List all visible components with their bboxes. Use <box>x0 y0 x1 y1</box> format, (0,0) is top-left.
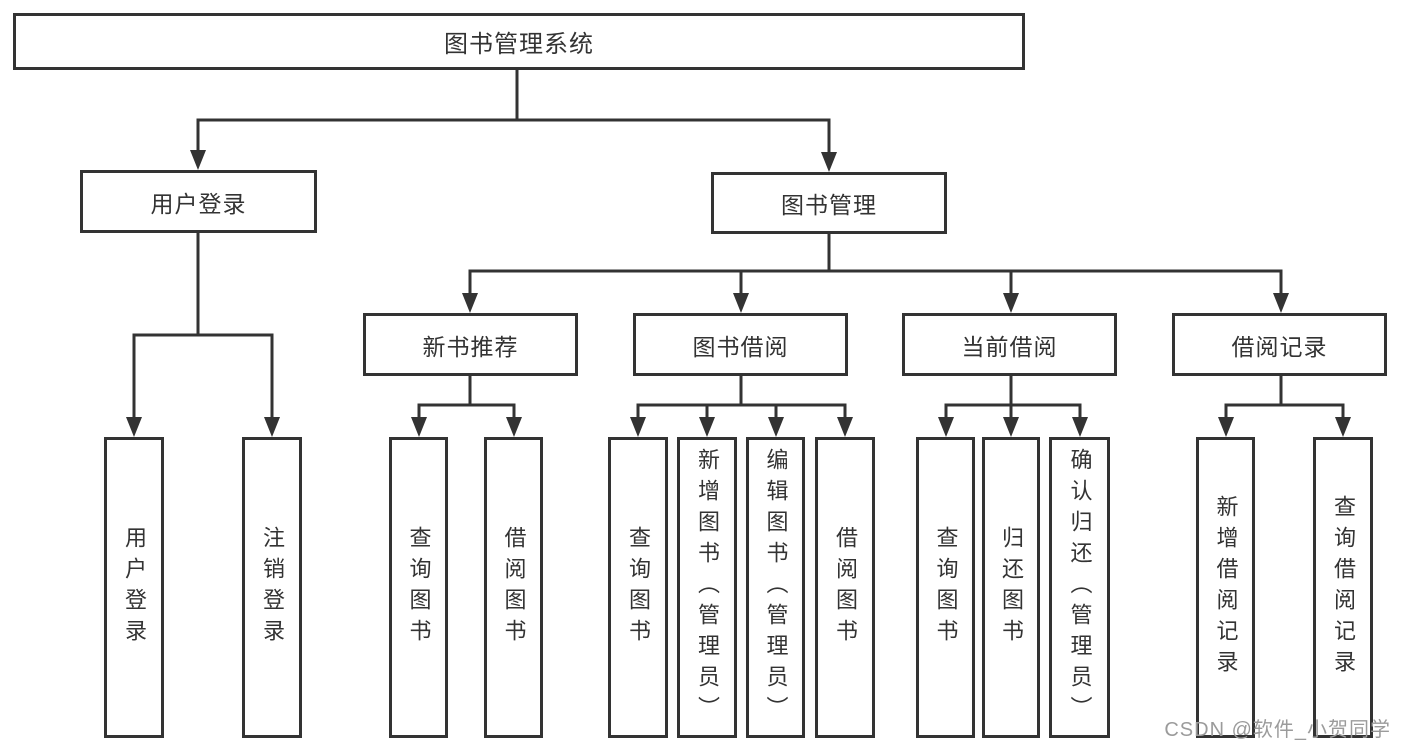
leaf-query-books-borrow: 查询图书 <box>608 437 668 738</box>
leaf-borrow-books: 借阅图书 <box>815 437 875 738</box>
leaf-add-borrow-record: 新增借阅记录 <box>1196 437 1255 738</box>
leaf-borrow-books-label: 借阅图书 <box>833 525 858 650</box>
leaf-borrow-books-recommend-label: 借阅图书 <box>501 525 527 650</box>
leaf-query-books-recommend-label: 查询图书 <box>406 525 432 650</box>
leaf-add-borrow-record-label: 新增借阅记录 <box>1213 494 1239 681</box>
leaf-query-books-current: 查询图书 <box>916 437 975 738</box>
leaf-query-borrow-record-label: 查询借阅记录 <box>1331 494 1356 681</box>
leaf-borrow-books-recommend: 借阅图书 <box>484 437 543 738</box>
leaf-confirm-return-admin: 确认归还（管理员） <box>1049 437 1110 738</box>
node-new-book-recommend: 新书推荐 <box>363 313 578 376</box>
leaf-query-books-recommend: 查询图书 <box>389 437 448 738</box>
leaf-confirm-return-admin-label: 确认归还（管理员） <box>1067 448 1093 727</box>
leaf-edit-book-admin-label: 编辑图书（管理员） <box>763 448 789 727</box>
node-borrow-record: 借阅记录 <box>1172 313 1387 376</box>
node-user-login: 用户登录 <box>80 170 317 233</box>
leaf-user-login: 用户登录 <box>104 437 164 738</box>
leaf-query-books-borrow-label: 查询图书 <box>626 525 651 650</box>
node-root: 图书管理系统 <box>13 13 1025 70</box>
leaf-edit-book-admin: 编辑图书（管理员） <box>746 437 805 738</box>
node-book-borrow: 图书借阅 <box>633 313 848 376</box>
node-current-borrow: 当前借阅 <box>902 313 1117 376</box>
watermark: CSDN @软件_小贺同学 <box>1164 719 1391 741</box>
node-book-management: 图书管理 <box>711 172 947 234</box>
leaf-return-book: 归还图书 <box>982 437 1040 738</box>
leaf-logout-label: 注销登录 <box>260 525 285 650</box>
leaf-query-books-current-label: 查询图书 <box>933 525 959 650</box>
leaf-add-book-admin-label: 新增图书（管理员） <box>695 448 720 727</box>
leaf-logout: 注销登录 <box>242 437 302 738</box>
leaf-query-borrow-record: 查询借阅记录 <box>1313 437 1373 738</box>
leaf-user-login-label: 用户登录 <box>122 525 147 650</box>
leaf-return-book-label: 归还图书 <box>999 525 1024 650</box>
leaf-add-book-admin: 新增图书（管理员） <box>677 437 737 738</box>
